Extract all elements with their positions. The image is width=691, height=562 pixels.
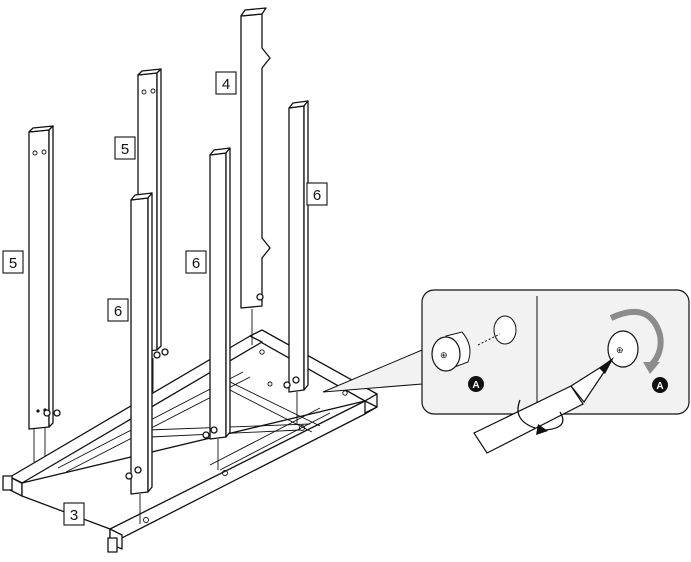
part-label-3: 3 <box>63 502 85 526</box>
svg-text:3: 3 <box>70 507 78 524</box>
svg-text:5: 5 <box>121 141 129 158</box>
post-6-right <box>283 100 309 424</box>
post-6-middle <box>202 147 231 470</box>
part-label-5-middle: 5 <box>114 136 136 160</box>
svg-text:4: 4 <box>222 76 230 93</box>
part-label-4: 4 <box>215 71 237 95</box>
svg-text:⊕: ⊕ <box>616 345 624 355</box>
post-6-front-left <box>125 192 153 524</box>
post-4 <box>240 7 271 345</box>
cam-lock-detail-callout: ⊕ A ⊕ A <box>322 289 690 415</box>
svg-text:A: A <box>472 380 479 391</box>
svg-text:6: 6 <box>192 255 200 272</box>
svg-text:6: 6 <box>313 187 321 204</box>
cam-lock-turn-step: ⊕ A <box>607 308 668 393</box>
base-frame <box>2 329 378 553</box>
part-label-6-right: 6 <box>306 182 328 206</box>
cam-lock-insert-step: ⊕ A <box>431 315 517 392</box>
part-label-6-front: 6 <box>107 298 129 322</box>
part-label-5-left: 5 <box>2 250 24 274</box>
svg-text:⊕: ⊕ <box>440 350 448 360</box>
post-5-left <box>28 125 61 462</box>
svg-text:A: A <box>656 381 663 392</box>
svg-text:6: 6 <box>114 303 122 320</box>
part-label-6-middle: 6 <box>185 250 207 274</box>
screwdriver-icon <box>473 357 614 454</box>
svg-text:5: 5 <box>9 255 17 272</box>
